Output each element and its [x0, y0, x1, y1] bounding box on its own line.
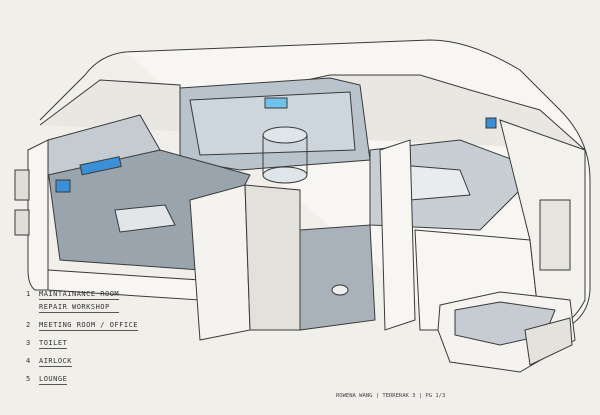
thumbnail-overview — [437, 291, 576, 373]
legend-item: 3 Toilet — [26, 339, 138, 349]
legend-number: 3 — [26, 339, 31, 347]
legend-item: 5 Lounge — [26, 375, 138, 385]
legend-label: Toilet — [39, 339, 68, 349]
screen — [55, 179, 71, 193]
legend-label: Lounge — [39, 375, 68, 385]
legend-label: Maintainance room — [39, 290, 120, 300]
screen — [79, 156, 122, 176]
artist-signature: Rowena Wang | Terrerak 3 | PG 1/3 — [336, 393, 446, 399]
legend-sublabel: Repair workshop — [39, 303, 120, 313]
legend-number: 1 — [26, 290, 31, 298]
lounge-table — [114, 204, 176, 233]
screen — [264, 97, 288, 109]
legend-item: 4 Airlock — [26, 357, 138, 367]
legend-label: Meeting room / office — [39, 321, 139, 331]
legend-number: 2 — [26, 321, 31, 329]
legend-label: Airlock — [39, 357, 73, 367]
legend-item: 2 Meeting room / office — [26, 321, 139, 331]
airlock — [189, 184, 251, 341]
room-legend: 1 Maintainance room Repair workshop 2 Me… — [26, 290, 139, 393]
legend-number: 4 — [26, 357, 31, 365]
toilet-room — [299, 224, 376, 331]
legend-number: 5 — [26, 375, 31, 383]
screen — [485, 117, 497, 129]
legend-text: Maintainance room Repair workshop — [39, 290, 120, 313]
legend-item: 1 Maintainance room Repair workshop — [26, 290, 138, 313]
